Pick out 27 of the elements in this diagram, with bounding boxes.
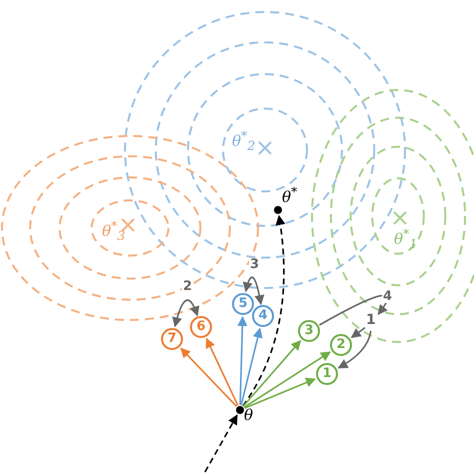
arrow <box>204 414 238 472</box>
arrow <box>244 378 316 409</box>
arrow <box>338 330 372 369</box>
edge-label: 4 <box>382 290 394 303</box>
arrow <box>172 299 200 328</box>
arrow <box>242 214 286 406</box>
arrow <box>240 328 263 406</box>
arrow <box>242 340 302 407</box>
numbered-circle: 7 <box>161 328 183 350</box>
arrow <box>244 351 331 408</box>
arrow <box>319 294 388 326</box>
edge-label: 2 <box>182 280 194 293</box>
arrow <box>350 327 366 338</box>
arrow <box>206 338 239 406</box>
math-label: θ <box>244 408 254 423</box>
math-label: θ$^{*}$ <box>282 186 298 205</box>
numbered-circle: 5 <box>232 293 254 315</box>
arrow <box>243 276 264 306</box>
arrow <box>180 348 238 407</box>
numbered-circle: 2 <box>330 334 352 356</box>
numbered-circle: 4 <box>252 305 274 327</box>
numbered-circle: 1 <box>316 363 338 385</box>
step-number: 1 <box>366 313 376 327</box>
numbered-circle: 3 <box>298 320 320 342</box>
arrow <box>237 316 248 406</box>
edge-label: 3 <box>249 258 260 271</box>
numbered-circle: 6 <box>190 316 212 338</box>
